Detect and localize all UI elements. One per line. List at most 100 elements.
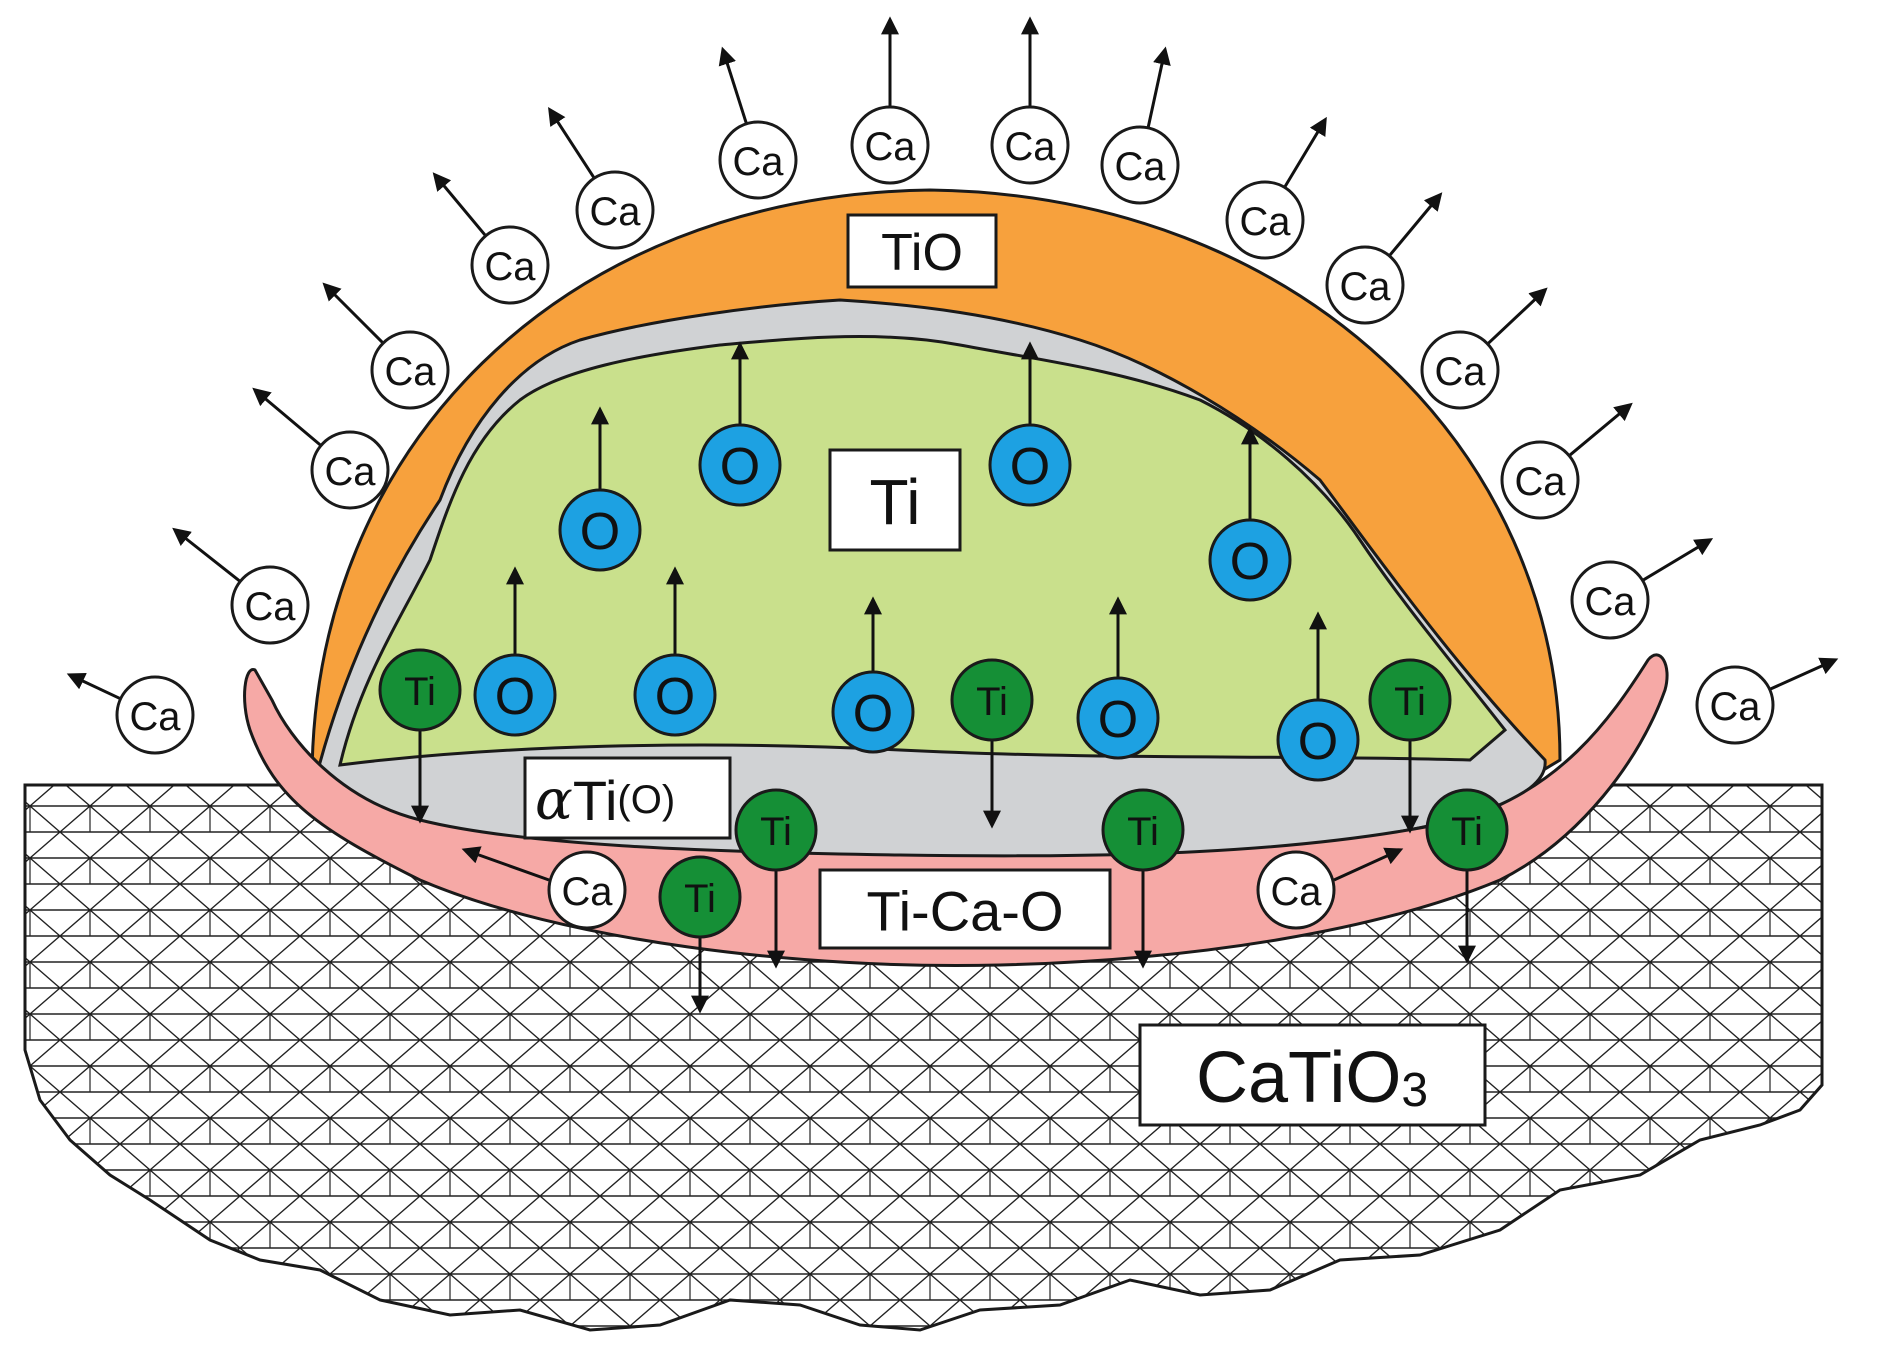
ca-atom-outer-16: Ca: [1695, 665, 1775, 745]
ca-atom-outer-9-circle: [990, 105, 1070, 185]
ca-atom-outer-3-symbol: Ca: [325, 450, 377, 494]
ti-atom-1-circle: [378, 648, 462, 732]
ti-atom-2: Ti: [950, 658, 1034, 742]
ca-atom-outer-1: Ca: [115, 675, 195, 755]
ca-atom-outer-11: Ca: [1225, 180, 1305, 260]
ca-atom-inner-1-circle: [547, 850, 627, 930]
ti-atom-4-circle: [734, 788, 818, 872]
ca-atom-outer-8: Ca: [850, 105, 930, 185]
ti-label-box: [828, 448, 962, 552]
ca-atom-outer-11-circle: [1225, 180, 1305, 260]
o-atom-3-symbol: O: [1010, 438, 1050, 496]
o-atom-8-circle: [1076, 676, 1160, 760]
ca-atom-outer-2-symbol: Ca: [245, 585, 297, 629]
ca-out-arrow-5: [432, 172, 487, 237]
ca-atom-outer-6-circle: [575, 170, 655, 250]
o-atom-4: O: [1208, 518, 1292, 602]
ca-atom-outer-10-symbol: Ca: [1115, 145, 1167, 189]
ca-atom-outer-2-circle: [230, 565, 310, 645]
o-atom-3-circle: [988, 423, 1072, 507]
ca-atom-outer-11-symbol: Ca: [1240, 200, 1292, 244]
ca-atom-outer-4-circle: [370, 330, 450, 410]
catio3-sub: 3: [1401, 1064, 1428, 1117]
ti-atom-2-symbol: Ti: [976, 680, 1008, 724]
ca-out-arrow-15: [1641, 538, 1714, 582]
ca-atom-outer-6: Ca: [575, 170, 655, 250]
ti-atom-5: Ti: [1101, 788, 1185, 872]
ca-atom-outer-8-circle: [850, 105, 930, 185]
o-atom-4-symbol: O: [1230, 533, 1270, 591]
ca-atom-outer-7-symbol: Ca: [733, 140, 785, 184]
ca-atom-outer-14: Ca: [1500, 440, 1580, 520]
ca-atom-outer-12-circle: [1325, 245, 1405, 325]
ca-out-arrow-4: [322, 282, 385, 345]
o-atom-5: O: [473, 653, 557, 737]
ti-atom-5-circle: [1101, 788, 1185, 872]
ca-out-arrow-13: [1486, 287, 1548, 346]
ca-out-arrow-14: [1568, 402, 1633, 457]
o-atom-5-circle: [473, 653, 557, 737]
ca-atom-outer-12-symbol: Ca: [1340, 265, 1392, 309]
ca-atom-outer-7-circle: [718, 120, 798, 200]
ca-out-arrow-12: [1388, 192, 1443, 257]
ca-atom-outer-5: Ca: [470, 225, 550, 305]
ca-out-arrow-6: [548, 106, 596, 179]
ti-atom-5-symbol: Ti: [1127, 810, 1159, 854]
o-atom-8-symbol: O: [1098, 691, 1138, 749]
o-atom-6-circle: [633, 653, 717, 737]
o-atom-1-symbol: O: [580, 503, 620, 561]
ti-ca-o-label-box: [818, 868, 1112, 950]
ti-atom-6-symbol: Ti: [684, 877, 716, 921]
ca-atom-outer-15-symbol: Ca: [1585, 580, 1637, 624]
ca-atom-inner-2-circle: [1256, 850, 1336, 930]
tio-label: TiO: [846, 213, 998, 289]
o-atom-7: O: [831, 670, 915, 754]
ti-atom-4: Ti: [734, 788, 818, 872]
ti-atom-6-circle: [658, 855, 742, 939]
catio3-main: CaTiO: [1196, 1038, 1401, 1118]
ca-atom-outer-2: Ca: [230, 565, 310, 645]
ca-atom-outer-9: Ca: [990, 105, 1070, 185]
ca-atom-outer-13: Ca: [1420, 330, 1500, 410]
o-atom-1-circle: [558, 488, 642, 572]
alpha-ti-o-label: αTi(O): [523, 756, 732, 840]
o-atom-2-symbol: O: [720, 438, 760, 496]
ca-atom-outer-16-circle: [1695, 665, 1775, 745]
ti-atom-2-circle: [950, 658, 1034, 742]
o-atom-5-symbol: O: [495, 668, 535, 726]
ti-atom-7-circle: [1425, 788, 1509, 872]
ti-atom-7-symbol: Ti: [1451, 810, 1483, 854]
o-atom-6-symbol: O: [655, 668, 695, 726]
ca-atom-outer-4-symbol: Ca: [385, 350, 437, 394]
o-atom-7-symbol: O: [853, 685, 893, 743]
ca-out-arrow-2: [172, 527, 242, 583]
o-atom-8: O: [1076, 676, 1160, 760]
ca-atom-outer-1-circle: [115, 675, 195, 755]
ti-atom-3-symbol: Ti: [1394, 680, 1426, 724]
ti-atom-4-symbol: Ti: [760, 810, 792, 854]
ca-atom-outer-8-symbol: Ca: [865, 125, 917, 169]
ca-atom-outer-5-symbol: Ca: [485, 245, 537, 289]
tio-label-text: TiO: [881, 224, 963, 282]
o-atom-3: O: [988, 423, 1072, 507]
ti-atom-3-circle: [1368, 658, 1452, 742]
o-atom-9-symbol: O: [1298, 713, 1338, 771]
o-atom-9: O: [1276, 698, 1360, 782]
ca-atom-outer-14-symbol: Ca: [1515, 460, 1567, 504]
o-atom-6: O: [633, 653, 717, 737]
ca-atom-outer-3: Ca: [310, 430, 390, 510]
alpha-ti-main: Ti: [573, 769, 618, 832]
ca-out-arrow-11: [1283, 116, 1327, 189]
ti-label-text: Ti: [870, 466, 921, 538]
alpha-ti-o-label-box: [523, 756, 732, 840]
ca-atom-outer-6-symbol: Ca: [590, 190, 642, 234]
ca-inner-arrow-2: [1333, 847, 1404, 882]
tio-label-box: [846, 213, 998, 289]
ca-atom-outer-13-symbol: Ca: [1435, 350, 1487, 394]
ti-label: Ti: [828, 448, 962, 552]
ca-atom-outer-15-circle: [1570, 560, 1650, 640]
ca-atom-outer-16-symbol: Ca: [1710, 685, 1762, 729]
ca-out-arrow-10: [1146, 46, 1171, 129]
